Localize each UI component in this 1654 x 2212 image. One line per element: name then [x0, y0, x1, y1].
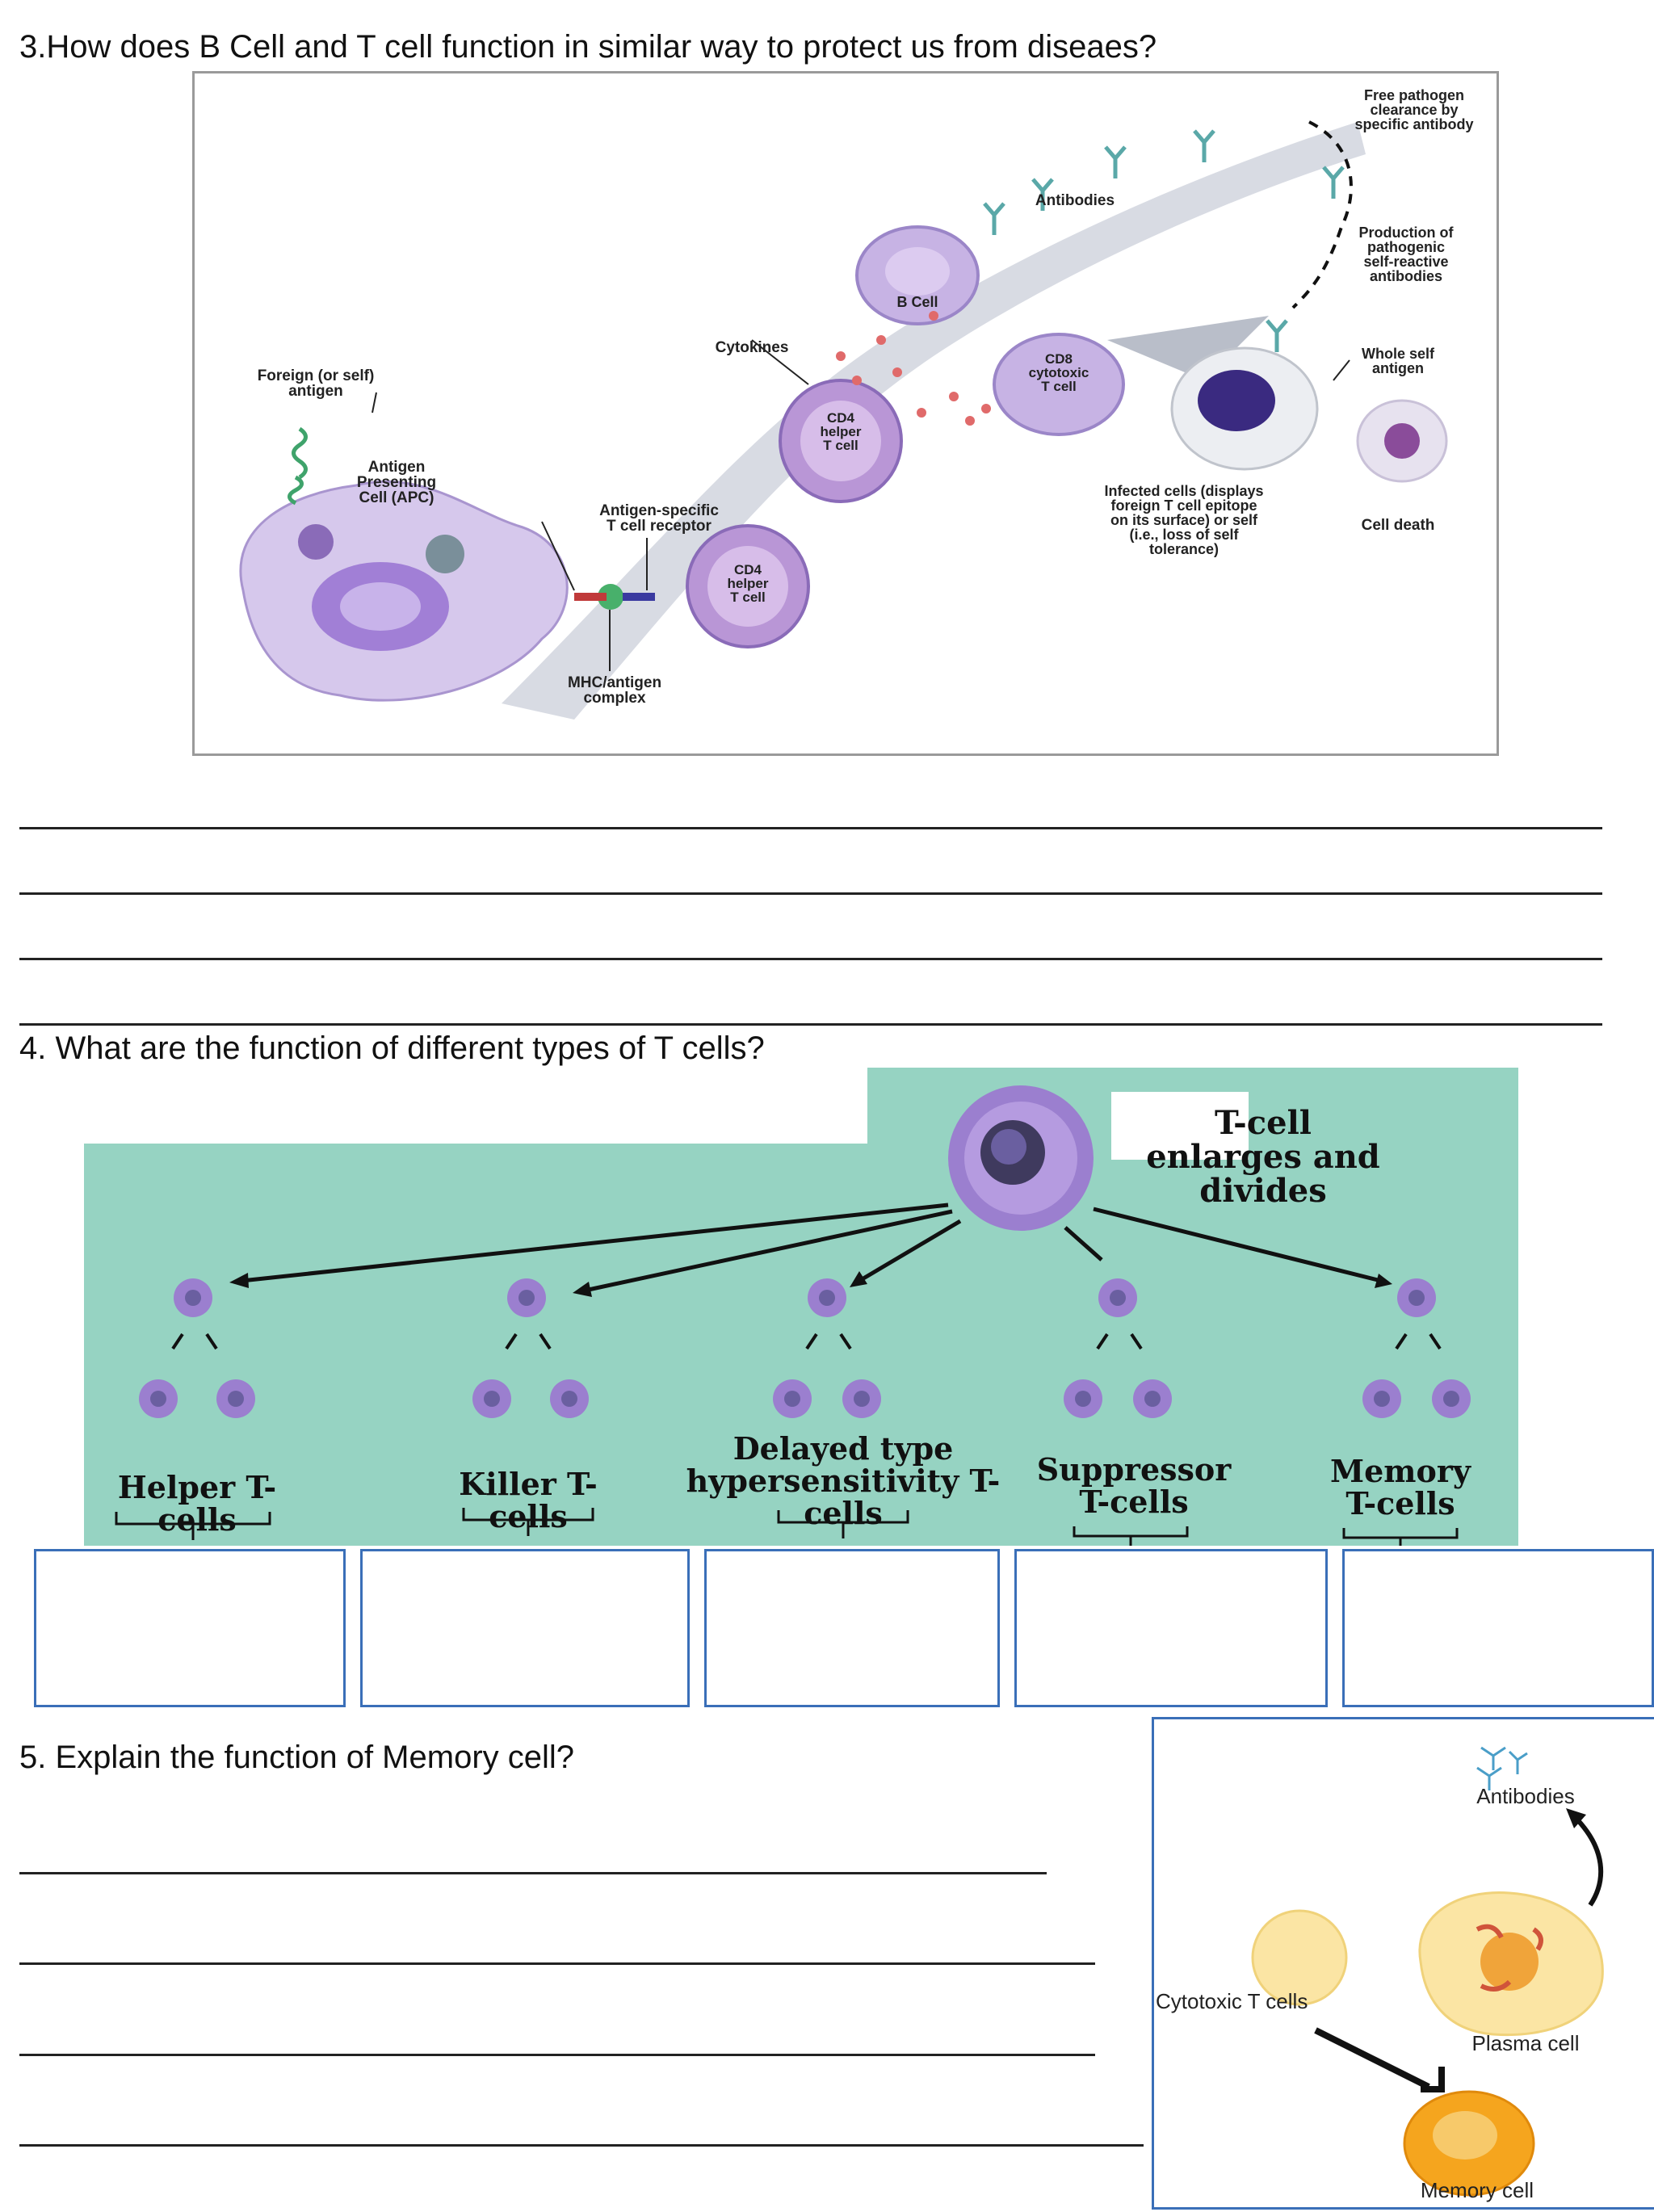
trio-suppressor — [1064, 1278, 1172, 1418]
trio-helper — [139, 1278, 255, 1418]
arrow-to-memory — [1314, 2027, 1430, 2090]
answer-line-q3-2[interactable] — [19, 892, 1602, 895]
antibody-shapes — [983, 129, 1345, 352]
label-tcr: Antigen-specific T cell receptor — [599, 502, 719, 535]
branch-arrowheads — [229, 1271, 1392, 1297]
immune-response-diagram: Free pathogen clearance by specific anti… — [192, 71, 1499, 756]
label-enlarges-divides: T-cell enlarges and divides — [1146, 1104, 1380, 1210]
answer-line-q5-4[interactable] — [19, 2144, 1144, 2147]
label-cytotoxic-t-cells: Cytotoxic T cells — [1156, 1989, 1308, 2013]
cd8-cell — [993, 333, 1125, 436]
label-suppressor-t-cells: Suppressor T-cells — [1036, 1451, 1232, 1520]
plasma-cell-nucleus — [1480, 1933, 1539, 1991]
question-5: 5. Explain the function of Memory cell? — [19, 1740, 575, 1775]
label-production: Production of pathogenic self-reactive a… — [1358, 225, 1454, 284]
label-mhc-complex: MHC/antigen complex — [567, 674, 662, 707]
label-cell-death: Cell death — [1361, 517, 1435, 534]
question-4: 4. What are the function of different ty… — [19, 1030, 765, 1066]
cd4-lower-inner — [707, 546, 788, 627]
memory-cell-diagram: Antibodies Cytotoxic T cells Plasma cell… — [1152, 1717, 1654, 2210]
arrow-to-antibodies — [1572, 1814, 1604, 1907]
label-cytokines: Cytokines — [715, 339, 789, 356]
trio-killer — [472, 1278, 589, 1418]
mhc-bar — [574, 593, 607, 601]
label-cd4-upper: CD4 helper T cell — [820, 410, 862, 453]
cd4-upper-inner — [800, 401, 881, 481]
answer-line-q5-1[interactable] — [19, 1872, 1047, 1874]
answer-line-q3-4[interactable] — [19, 1023, 1602, 1026]
arrow-to-memory-hook — [1421, 2067, 1445, 2092]
cell-trios — [139, 1278, 1471, 1418]
central-t-cell-nucleus-hl — [991, 1129, 1026, 1165]
tcr-bar — [623, 593, 655, 601]
whiteout-right — [1111, 1092, 1249, 1160]
label-plasma-cell: Plasma cell — [1471, 2031, 1580, 2055]
cytotoxic-t-cell — [1251, 1909, 1348, 2006]
answer-box-suppressor[interactable] — [1014, 1549, 1328, 1707]
label-brackets — [115, 1508, 1459, 1546]
label-whole-self-antigen: Whole self antigen — [1361, 346, 1434, 376]
dead-cell-nucleus — [1384, 423, 1420, 459]
whiteout-left — [84, 1068, 867, 1144]
label-foreign-antigen: Foreign (or self) antigen — [257, 367, 375, 400]
plasma-cell-er — [1476, 1924, 1543, 1992]
label-antibodies-q5: Antibodies — [1476, 1784, 1575, 1808]
immune-diagram-graphics — [239, 120, 1448, 720]
foreign-antigen-squiggle-2 — [288, 475, 304, 506]
cytokine-dots — [836, 311, 991, 426]
answer-line-q5-3[interactable] — [19, 2054, 1095, 2056]
answer-line-q3-1[interactable] — [19, 827, 1602, 829]
mhc-complex — [598, 584, 623, 610]
answer-line-q3-3[interactable] — [19, 958, 1602, 960]
answer-line-q5-2[interactable] — [19, 1962, 1095, 1965]
question-3: 3.How does B Cell and T cell function in… — [19, 29, 1157, 65]
label-b-cell: B Cell — [896, 294, 938, 310]
label-helper-t-cells: Helper T-cells — [117, 1469, 277, 1538]
memory-cell-nucleus — [1433, 2111, 1497, 2160]
pathway-arrow-head — [1107, 316, 1269, 380]
trio-delayed — [773, 1278, 881, 1418]
label-infected-cells: Infected cells (displays foreign T cell … — [1104, 483, 1264, 557]
label-cd4-lower: CD4 helper T cell — [727, 562, 769, 605]
trio-memory — [1362, 1278, 1471, 1418]
memory-cell-graphics — [1251, 1746, 1604, 2197]
label-apc: Antigen Presenting Cell (APC) — [356, 459, 437, 506]
label-memory-cell: Memory cell — [1420, 2178, 1534, 2202]
t-cell-types-diagram: T-cell enlarges and divides Helper T-cel… — [84, 1068, 1518, 1546]
label-killer-t-cells: Killer T-cells — [459, 1466, 598, 1534]
apc-nucleus-inner — [340, 582, 421, 631]
label-antibodies: Antibodies — [1035, 192, 1115, 209]
b-cell-inner — [885, 247, 950, 296]
t-cell-graphics — [84, 1068, 1471, 1546]
foreign-antigen-squiggle — [292, 426, 308, 480]
label-cd8-cell: CD8 cytotoxic T cell — [1028, 351, 1089, 394]
arrow-to-antibodies-head — [1566, 1808, 1586, 1828]
answer-box-helper[interactable] — [34, 1549, 346, 1707]
dashed-arrow — [1291, 120, 1353, 309]
infected-cell-nucleus — [1198, 370, 1275, 431]
pathway-arrow-band — [502, 122, 1366, 720]
label-free-pathogen: Free pathogen clearance by specific anti… — [1354, 87, 1474, 132]
answer-box-killer[interactable] — [360, 1549, 690, 1707]
apc-vesicle — [298, 524, 334, 560]
pointer-lines — [372, 339, 1350, 671]
branch-arrows — [241, 1203, 1382, 1293]
answer-box-memory[interactable] — [1342, 1549, 1654, 1707]
label-delayed-hypersensitivity-t-cells: Delayed type hypersensitivity T-cells — [686, 1430, 1001, 1531]
apc-vesicle-2 — [426, 535, 464, 573]
antibody-icons — [1476, 1746, 1528, 1790]
label-memory-t-cells: Memory T-cells — [1330, 1453, 1471, 1522]
answer-box-delayed[interactable] — [704, 1549, 1000, 1707]
